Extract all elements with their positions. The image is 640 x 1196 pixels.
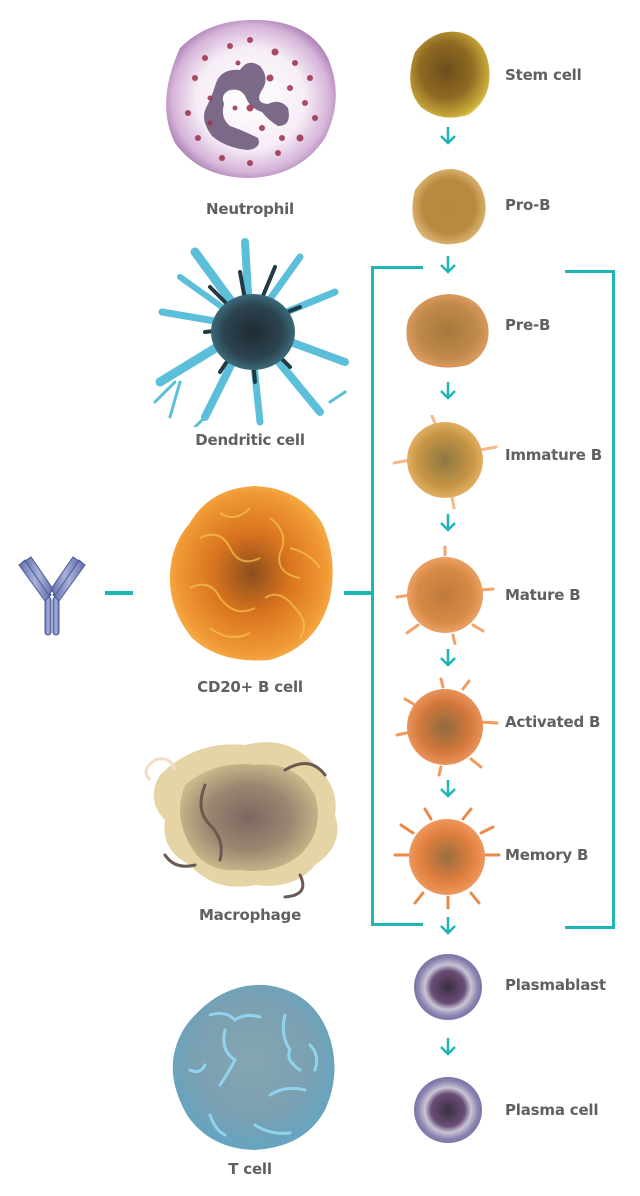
dendritic-cell-label: Dendritic cell (195, 431, 305, 449)
plasma-cell-illustration (412, 1075, 484, 1145)
immature-b-cell-illustration (390, 415, 500, 510)
bracket-top-right-horizontal (565, 270, 615, 273)
cd20-b-cell-label: CD20+ B cell (197, 678, 303, 696)
t-cell-illustration (165, 975, 340, 1155)
macrophage-illustration (135, 715, 355, 900)
plasmablast-illustration (412, 952, 484, 1022)
bracket-left-vertical (371, 266, 374, 926)
arrow-down-icon (438, 381, 458, 401)
mature-b-cell-illustration (393, 545, 498, 645)
stem-cell-label: Stem cell (505, 66, 582, 84)
stem-cell-icon (410, 31, 490, 118)
activated-b-cell-icon (395, 677, 499, 777)
stem-cell-illustration (403, 27, 493, 122)
activated-b-label: Activated B (505, 713, 601, 731)
t-cell-label: T cell (228, 1160, 272, 1178)
mature-b-cell-icon (395, 545, 495, 645)
antibody-icon (18, 556, 86, 636)
bracket-bottom-right-horizontal (565, 926, 615, 929)
immature-b-label: Immature B (505, 446, 603, 464)
plasma-cell-label: Plasma cell (505, 1101, 599, 1119)
arrow-down-icon (438, 126, 458, 146)
arrow-down-icon (438, 916, 458, 936)
antibody-illustration (15, 555, 90, 637)
pre-b-label: Pre-B (505, 316, 551, 334)
memory-b-label: Memory B (505, 846, 589, 864)
neutrophil-icon (166, 19, 336, 178)
macrophage-icon (144, 742, 338, 899)
t-cell-icon (172, 984, 335, 1150)
pro-b-cell-illustration (405, 165, 490, 247)
immature-b-cell-icon (392, 415, 498, 510)
memory-b-cell-illustration (393, 805, 503, 910)
arrow-down-icon (438, 1037, 458, 1057)
arrow-down-icon (438, 779, 458, 799)
pro-b-cell-icon (412, 168, 486, 245)
activated-b-cell-illustration (393, 677, 503, 777)
arrow-down-icon (438, 255, 458, 275)
memory-b-cell-icon (393, 807, 501, 910)
neutrophil-illustration (150, 8, 350, 188)
neutrophil-label: Neutrophil (206, 200, 294, 218)
antibody-connector-line (105, 591, 133, 595)
pre-b-cell-illustration (400, 290, 495, 370)
dendritic-cell-illustration (150, 232, 350, 427)
bracket-right-vertical (612, 270, 615, 929)
plasmablast-label: Plasmablast (505, 976, 606, 994)
plasma-cell-icon (414, 1077, 482, 1143)
pre-b-cell-icon (406, 294, 489, 368)
bracket-bottom-left-horizontal (371, 923, 423, 926)
mature-b-label: Mature B (505, 586, 581, 604)
pro-b-label: Pro-B (505, 196, 551, 214)
macrophage-label: Macrophage (198, 906, 302, 924)
arrow-down-icon (438, 513, 458, 533)
cd20-to-lineage-connector-line (344, 591, 372, 595)
dendritic-cell-icon (153, 238, 349, 427)
arrow-down-icon (438, 648, 458, 668)
plasmablast-icon (414, 954, 482, 1020)
cd20-b-cell-illustration (160, 478, 340, 668)
cd20-b-cell-icon (169, 486, 333, 661)
bracket-top-left-horizontal (371, 266, 423, 269)
